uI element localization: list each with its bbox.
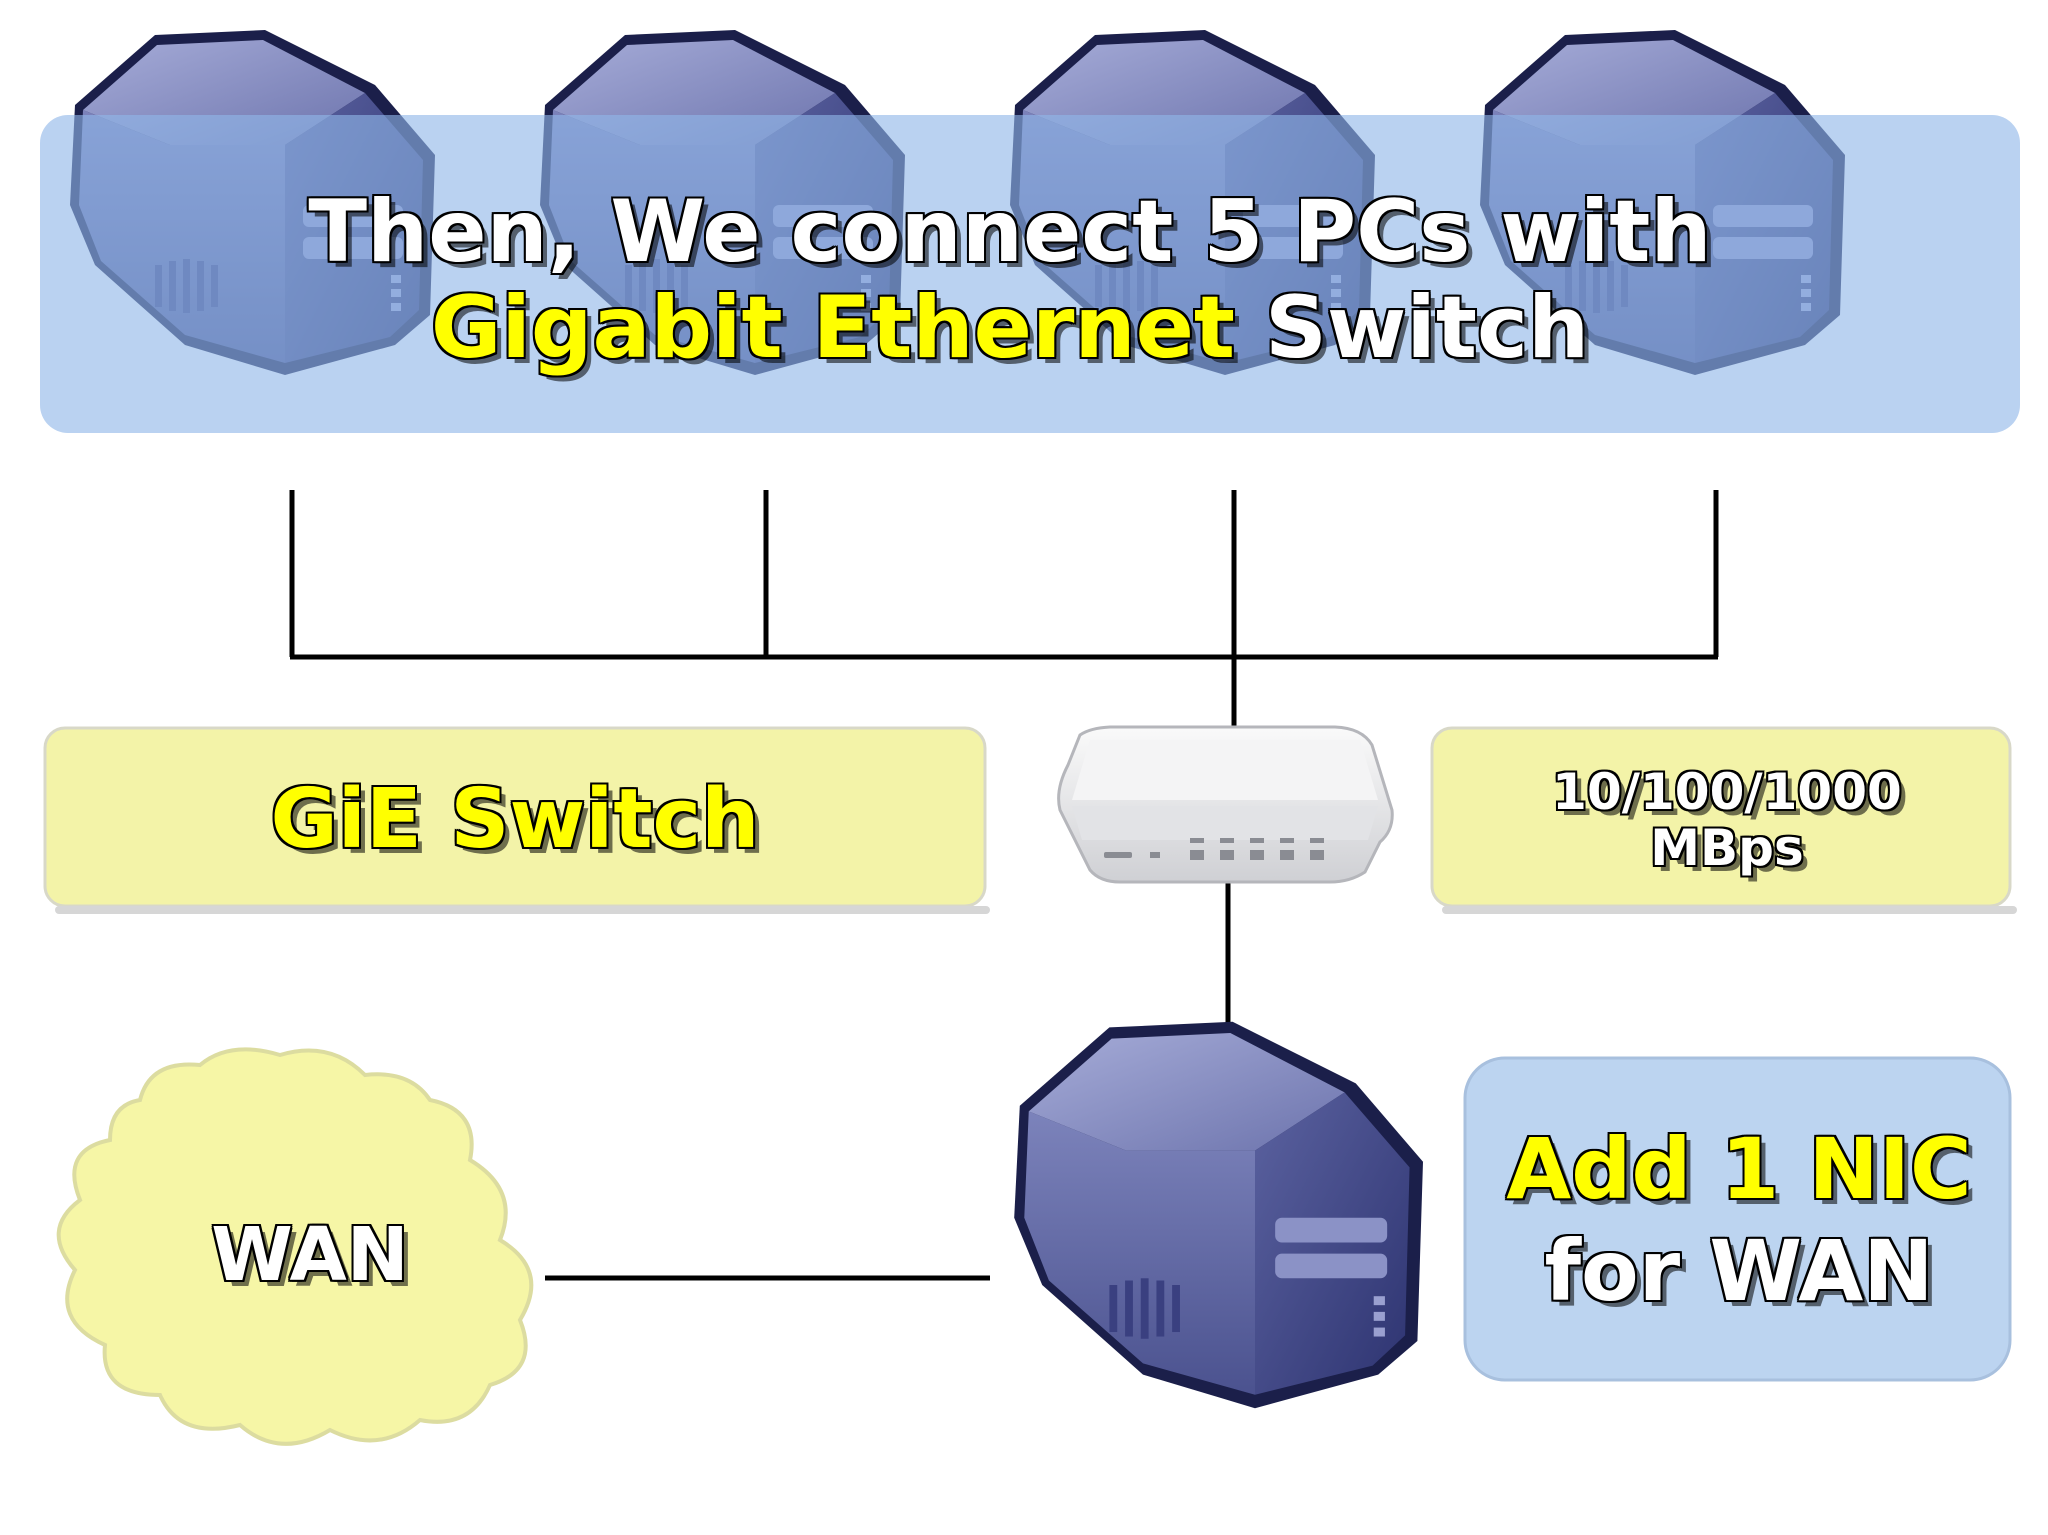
wan-label: WAN — [110, 1170, 510, 1340]
nic-label: Add 1 NIC for WAN — [1465, 1060, 2013, 1380]
gie-switch-text: GiE Switch — [270, 772, 760, 868]
lan-wiring — [289, 490, 1719, 1281]
nic-line-1: Add 1 NIC — [1506, 1119, 1972, 1218]
title-panel — [40, 115, 2020, 433]
wan-cloud-icon — [56, 1047, 534, 1446]
title-text: Then, We connect 5 PCs with Gigabit Ethe… — [60, 150, 1960, 410]
gie-switch-label: GiE Switch — [40, 730, 990, 910]
speed-line-2: MBps — [1650, 819, 1804, 877]
title-line-1: Then, We connect 5 PCs with — [308, 181, 1712, 282]
nic-panel — [1463, 1056, 2012, 1382]
wan-text: WAN — [211, 1211, 409, 1298]
title-rest: Switch — [1235, 278, 1590, 378]
nic-line-2: for WAN — [1544, 1222, 1934, 1320]
title-line-2: Gigabit Ethernet Switch — [431, 280, 1589, 376]
speed-line-1: 10/100/1000 — [1552, 763, 1902, 821]
speed-label: 10/100/1000 MBps — [1432, 730, 2022, 910]
network-switch-icon — [1057, 725, 1394, 884]
gateway-pc-icon — [1014, 1021, 1423, 1409]
title-highlight: Gigabit Ethernet — [430, 278, 1236, 378]
